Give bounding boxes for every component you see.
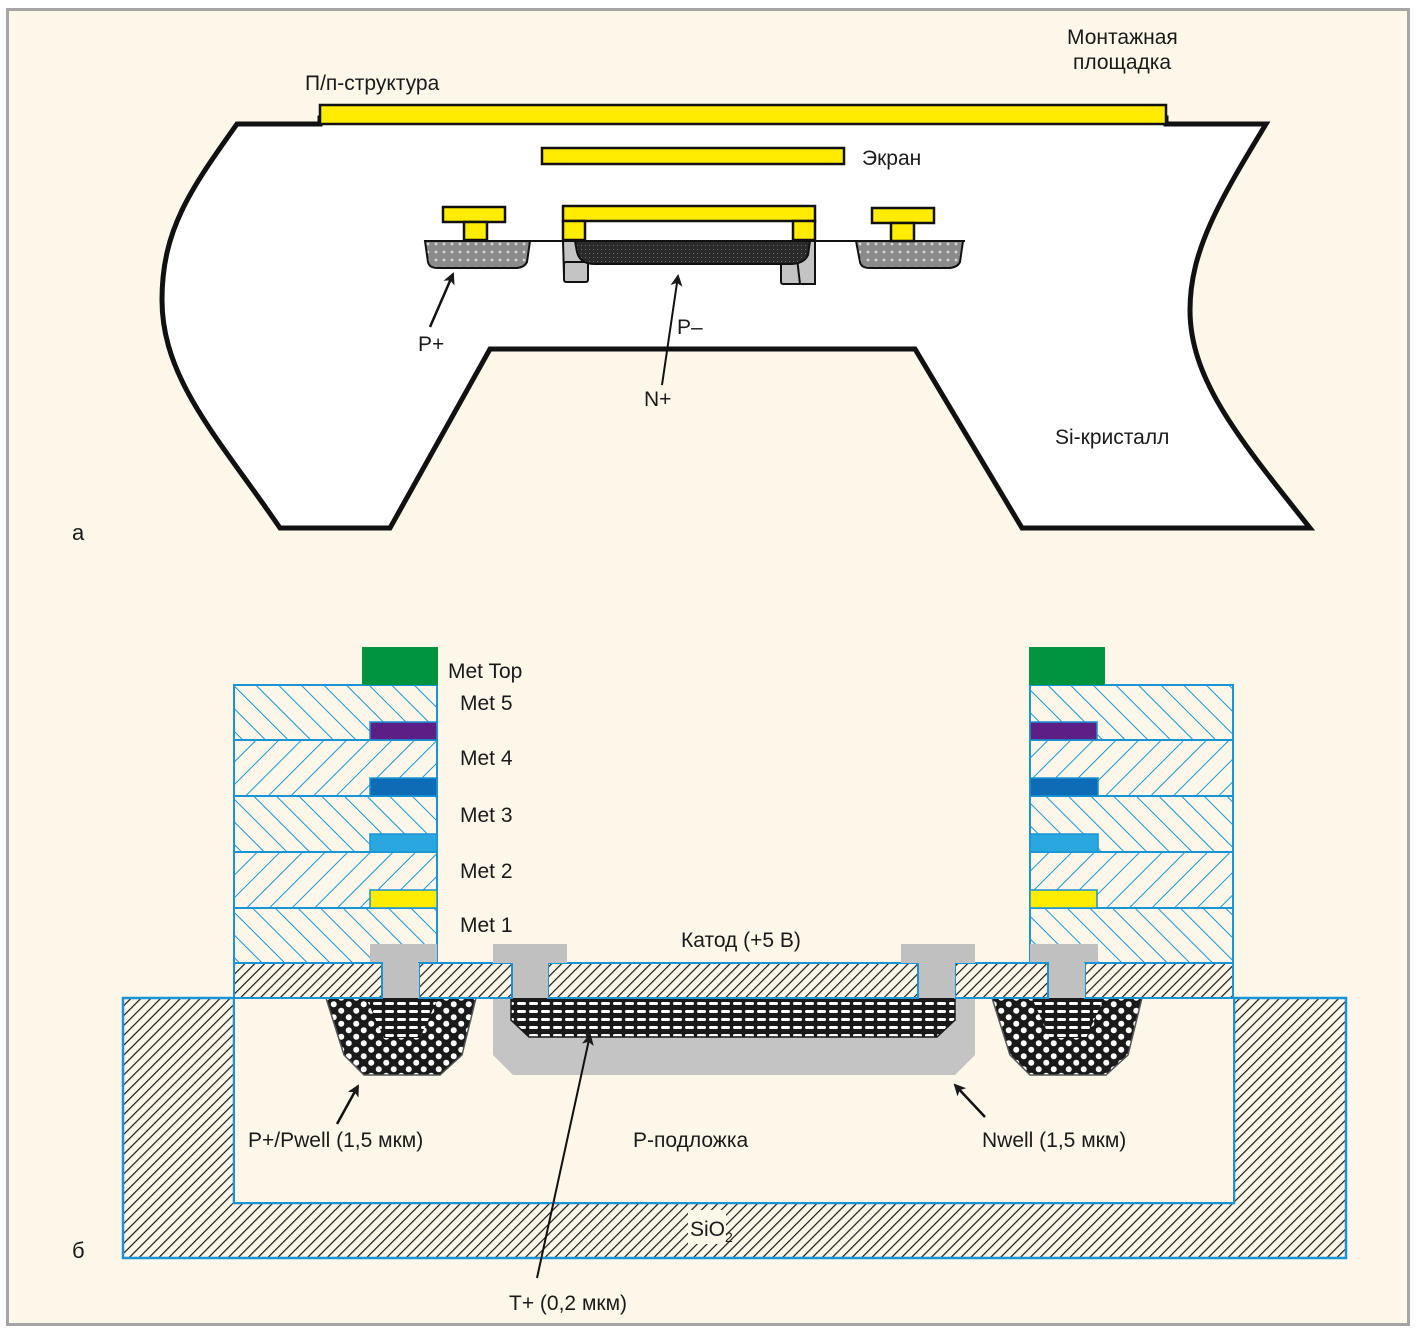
p-plus-arrow [428,272,455,328]
p-plus-left [366,998,438,1038]
contact-plug-1 [383,963,419,998]
nwell-arrow [953,1083,986,1118]
met3-left [369,833,438,853]
p-plus-region-right [854,240,965,269]
met5-left [369,721,438,741]
n-plus-arrow [661,274,683,386]
t-plus-region [510,997,956,1038]
label-met5: Met 5 [460,692,513,715]
panel-a: П/п-структура Монтажная площадка Экран P… [72,26,1316,545]
p-plus-region-left [423,240,532,269]
label-cathode: Катод (+5 В) [681,929,801,952]
label-screen: Экран [862,147,921,170]
field-oxide-5 [1084,962,1234,999]
pwell-arrow [335,1084,360,1125]
label-pp-structure: П/п-структура [305,72,440,95]
contact-plug-4 [1049,963,1085,998]
met2-left [369,889,438,909]
cathode-bridge-left [561,219,587,242]
pp-structure-layer [318,103,1168,126]
met2-right [1029,889,1098,909]
metal-stack-left [233,647,438,965]
contact-plug-3 [919,963,955,998]
label-si-crystal: Si-кристалл [1055,426,1169,449]
panel-b: SiO2 [72,647,1348,1315]
si-crystal-body [159,115,1316,531]
label-p-minus: P– [677,316,703,339]
label-n-plus: N+ [644,388,671,411]
screen-layer [540,146,846,166]
cathode-cap-right [901,944,975,963]
cathode-bridge-right [791,219,817,242]
cathode-bridge-top [561,204,817,223]
met-top-pad-right [1029,647,1105,685]
label-met1: Met 1 [460,914,513,937]
dielectric-met5 [233,684,438,741]
field-oxide-2 [418,962,513,999]
label-p-pwell: P+/Pwell (1,5 мкм) [248,1129,423,1152]
field-oxide-3 [547,962,919,999]
field-oxide-1 [233,962,383,999]
met3-right [1029,833,1099,853]
t-plus-arrow [536,1033,594,1279]
label-mount-pad-line2: площадка [1073,51,1171,74]
met1-left [370,944,437,964]
panel-a-label: а [72,520,85,545]
contact-plug-2 [513,963,548,998]
label-met3: Met 3 [460,804,513,827]
contact-right-top [870,206,936,225]
p-minus-guard-left-foot [563,261,589,283]
label-met-top: Met Top [448,660,522,683]
met5-right [1029,721,1098,741]
label-met2: Met 2 [460,860,513,883]
sio2-label-bg [688,1210,726,1244]
met4-left [369,777,438,797]
met4-right [1029,777,1099,797]
label-t-plus: T+ (0,2 мкм) [509,1292,627,1315]
contact-left-top [441,205,507,224]
met1-right [1030,944,1098,964]
label-p-substrate: P-подложка [633,1129,748,1152]
label-met4: Met 4 [460,747,513,770]
dielectric-met4 [233,739,438,797]
n-plus-region [573,240,812,265]
field-oxide-4 [954,962,1049,999]
p-plus-right [1032,998,1104,1038]
label-p-plus: P+ [418,333,444,356]
label-mount-pad-line1: Монтажная [1067,26,1178,49]
panel-b-label: б [72,1238,85,1263]
label-sio2: SiO2 [690,1218,733,1245]
metal-stack-right [1029,647,1234,965]
label-nwell: Nwell (1,5 мкм) [982,1129,1126,1152]
met-top-pad-left [362,647,438,685]
contact-left-stem [462,220,489,242]
contact-right-stem [889,221,916,243]
cathode-cap-left [493,944,567,963]
